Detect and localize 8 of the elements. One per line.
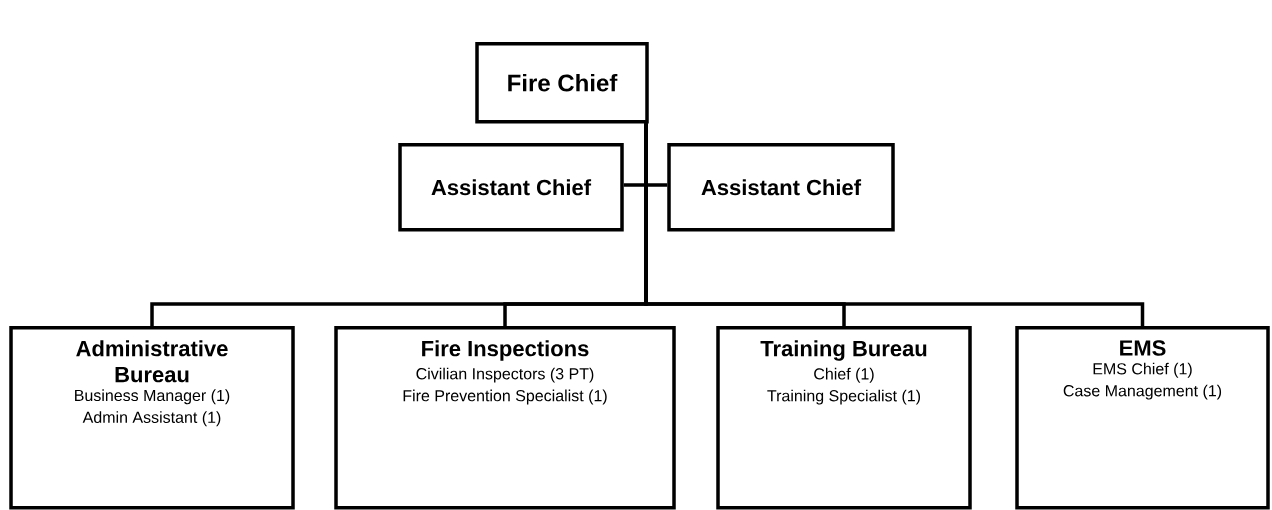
department-box: EMS EMS Chief (1) Case Management (1) [1015,326,1270,510]
department-box: Training Bureau Chief (1) Training Specialist (1) [716,326,972,510]
connector-line [644,123,1145,326]
position-box: Fire Chief [475,42,649,124]
position-box: Assistant Chief [398,143,624,232]
department-box: Administrative Bureau Business Manager (1) Admin Assistant (1) [9,326,295,510]
department-box: Fire Inspections Civilian Inspectors (3 PT) Fire Prevention Specialist (1) [334,326,676,510]
position-box: Assistant Chief [667,143,895,232]
